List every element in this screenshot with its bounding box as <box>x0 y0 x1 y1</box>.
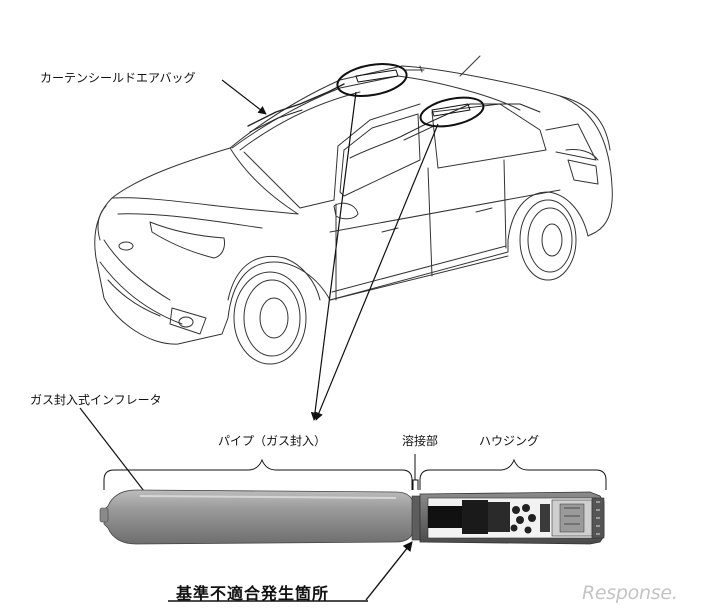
response-watermark: Response. <box>582 582 677 604</box>
curtain-airbag-label: カーテンシールドエアバッグ <box>40 69 196 86</box>
weld-label: 溶接部 <box>402 432 438 449</box>
gas-inflator-label: ガス封入式インフレータ <box>30 391 162 408</box>
pipe-brace <box>104 460 412 490</box>
housing-brace <box>420 460 606 490</box>
weld-brace <box>413 454 418 490</box>
car-illustration <box>95 56 613 364</box>
inflator-arrow <box>80 408 154 504</box>
weld-seam <box>412 496 420 540</box>
defect-location-label: 基準不適合発生箇所 <box>176 580 329 604</box>
defect-arrow <box>366 542 412 600</box>
housing-label: ハウジング <box>479 432 539 449</box>
pipe-label: パイプ（ガス封入） <box>218 432 326 449</box>
dimension-braces <box>104 454 606 490</box>
curtain-airbag-arrow <box>222 80 266 114</box>
inflator-image <box>100 490 604 544</box>
